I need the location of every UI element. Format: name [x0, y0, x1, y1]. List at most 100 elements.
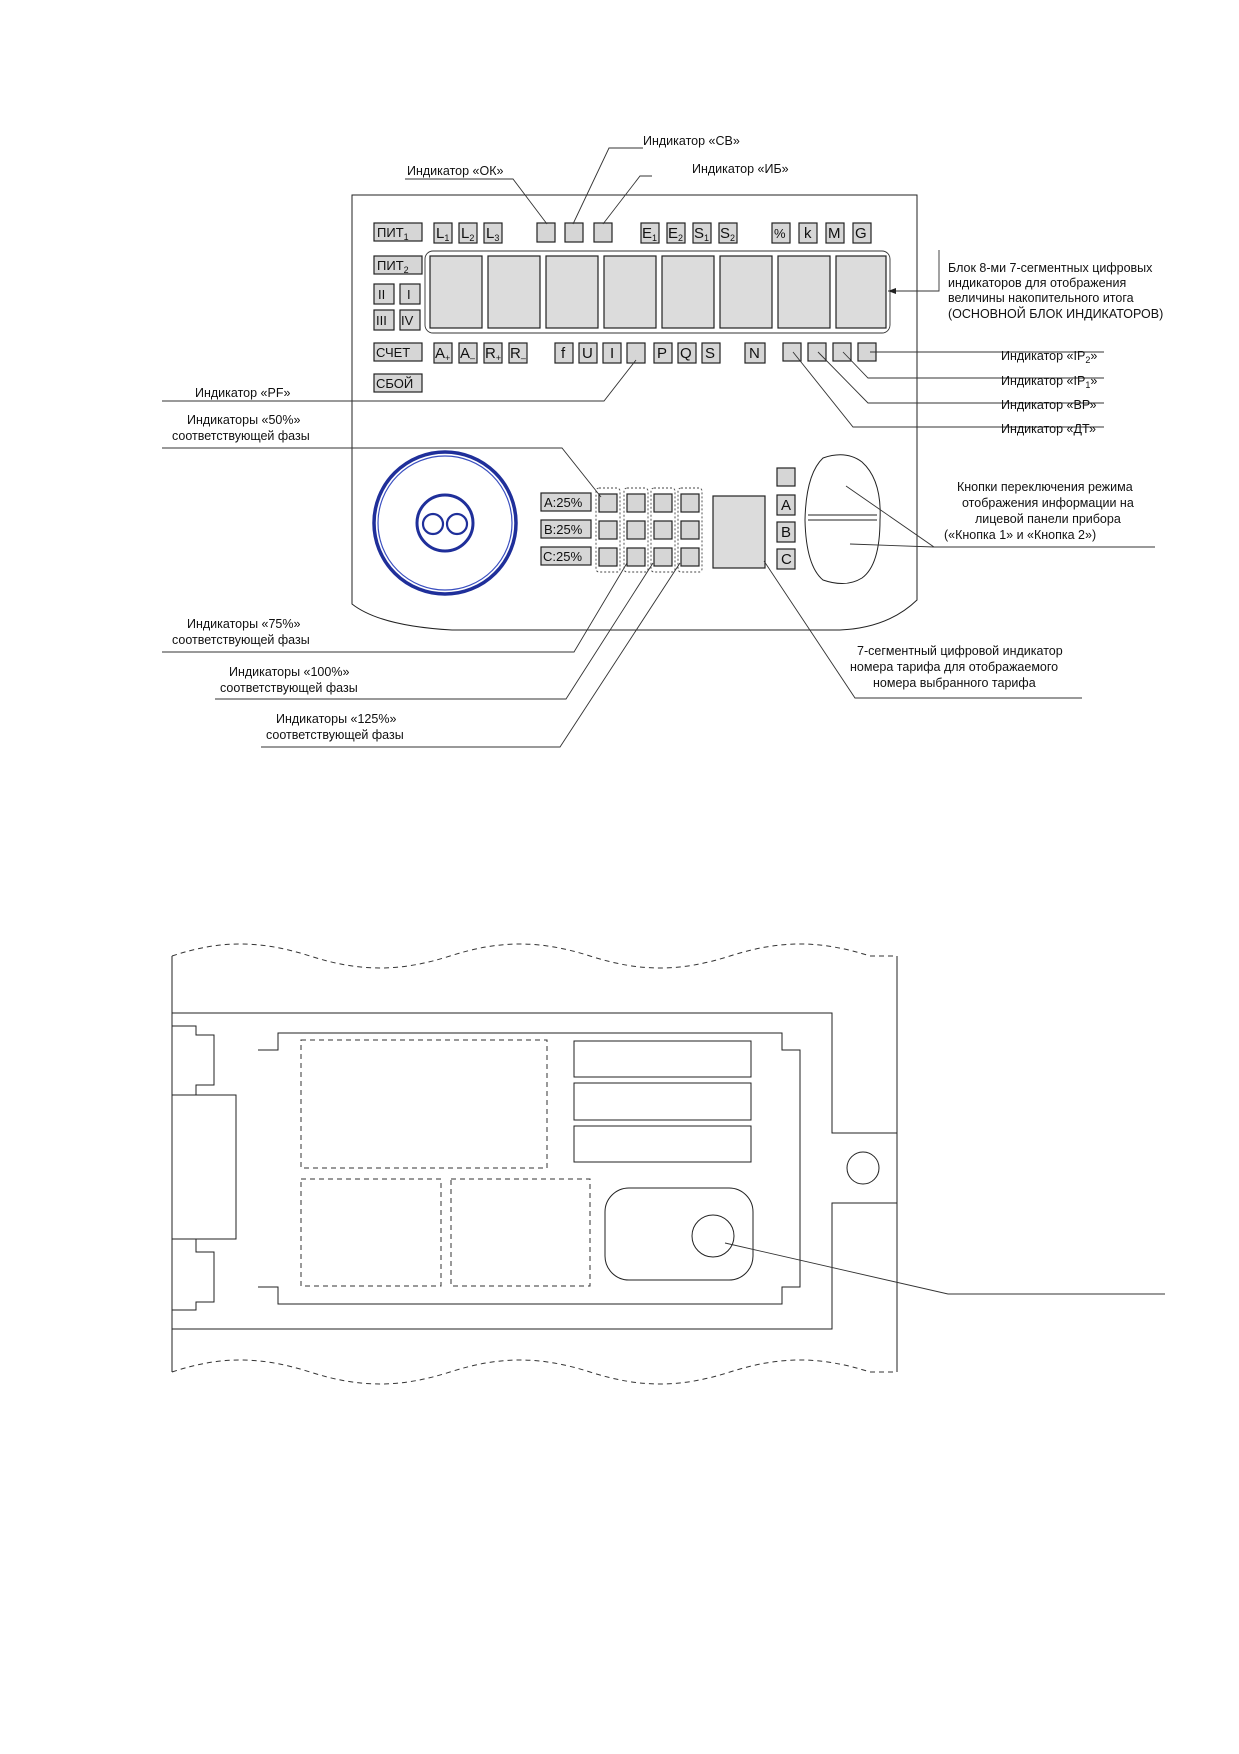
mode-button-1[interactable] — [810, 462, 876, 512]
l1-label: L — [436, 225, 444, 242]
u-label: U — [582, 345, 593, 362]
r-plus-label: R — [485, 345, 496, 362]
callout-buttons-4: («Кнопка 1» и «Кнопка 2») — [944, 528, 1096, 542]
dashed-area-left — [300, 1178, 442, 1287]
i-current-label: I — [610, 345, 614, 362]
load-50-b — [598, 520, 618, 540]
svg-text:Индикатор «IP2»: Индикатор «IP2» — [1001, 349, 1097, 365]
digit-1 — [429, 255, 483, 329]
svg-text:L1: L1 — [436, 225, 449, 243]
phase-c-label: C:25% — [543, 549, 582, 564]
iv-label: IV — [401, 313, 414, 328]
pit2-label: ПИТ — [377, 258, 404, 273]
svg-text:E2: E2 — [668, 225, 683, 243]
callout-main-block-2: индикаторов для отображения — [948, 276, 1126, 290]
callout-main-block-3: величины накопительного итога — [948, 291, 1134, 305]
digit-2 — [487, 255, 541, 329]
top-indicator-row: ПИТ1 L1 L2 L3 E1 E2 S1 S2 % k M — [373, 222, 872, 244]
tariff-digit — [712, 495, 766, 569]
callout-ip2: Индикатор «IP — [1001, 349, 1085, 363]
callout-main-block-4: (ОСНОВНОЙ БЛОК ИНДИКАТОРОВ) — [948, 306, 1163, 321]
tariff-phase-a: A — [781, 497, 791, 514]
tariff-phase-b: B — [781, 524, 791, 541]
svg-text:Индикатор «IP1»: Индикатор «IP1» — [1001, 374, 1097, 390]
callout-ib: Индикатор «ИБ» — [692, 162, 789, 176]
r-minus-label: R — [510, 345, 521, 362]
digit-3 — [545, 255, 599, 329]
svg-text:S1: S1 — [694, 225, 709, 243]
m-label: M — [828, 225, 841, 242]
callout-buttons-3: лицевой панели прибора — [975, 512, 1121, 526]
load-75-c — [626, 547, 646, 567]
svg-text:A+: A+ — [435, 345, 450, 363]
digit-6 — [719, 255, 773, 329]
s-label: S — [705, 345, 715, 362]
ok-indicator — [536, 222, 556, 243]
s1-label: S — [694, 225, 704, 242]
svg-text:R–: R– — [510, 345, 526, 363]
dashed-area-main — [300, 1039, 548, 1169]
ip1-indicator — [832, 342, 852, 362]
callout-sv: Индикатор «СВ» — [643, 134, 740, 148]
load-75-a — [626, 493, 646, 513]
callout-tariff-1: 7-сегментный цифровой индикатор — [857, 644, 1063, 658]
callout-125-line2: соответствующей фазы — [266, 728, 404, 742]
a-minus-label: A — [460, 345, 470, 362]
round-button-icon[interactable] — [691, 1214, 735, 1258]
l2-label: L — [461, 225, 469, 242]
digit-5 — [661, 255, 715, 329]
callout-ip1: Индикатор «IP — [1001, 374, 1085, 388]
dashed-area-right — [450, 1178, 591, 1287]
callout-tariff-2: номера тарифа для отображаемого — [850, 660, 1058, 674]
q-label: Q — [680, 345, 692, 362]
callout-pf: Индикатор «PF» — [195, 386, 290, 400]
slot-2 — [573, 1082, 752, 1121]
callout-texts: Индикатор «ОК» Индикатор «СВ» Индикатор … — [172, 134, 1163, 742]
svg-text:S2: S2 — [720, 225, 735, 243]
ib-indicator — [593, 222, 613, 243]
svg-text:E1: E1 — [642, 225, 657, 243]
tariff-phase-column: A B C — [776, 467, 796, 570]
digit-7 — [777, 255, 831, 329]
slot-1 — [573, 1040, 752, 1078]
callout-100-line2: соответствующей фазы — [220, 681, 358, 695]
load-100-a — [653, 493, 673, 513]
callout-buttons-2: отображения информации на — [962, 496, 1134, 510]
callout-50-line1: Индикаторы «50%» — [187, 413, 301, 427]
load-125-c — [680, 547, 700, 567]
s2-label: S — [720, 225, 730, 242]
sboy-label: СБОЙ — [376, 376, 413, 391]
svg-text:A–: A– — [460, 345, 475, 363]
mode-buttons[interactable] — [804, 454, 881, 584]
load-100-c — [653, 547, 673, 567]
schet-label: СЧЕТ — [376, 345, 410, 360]
callout-dt: Индикатор «ДТ» — [1001, 422, 1096, 436]
n-label: N — [749, 345, 760, 362]
callout-ok: Индикатор «ОК» — [407, 164, 504, 178]
callout-main-block-1: Блок 8-ми 7-сегментных цифровых — [948, 261, 1153, 275]
svg-text:ПИТ2: ПИТ2 — [377, 258, 409, 275]
main-digit-block — [424, 250, 891, 334]
callout-125-line1: Индикаторы «125%» — [276, 712, 396, 726]
iii-label: III — [376, 313, 387, 328]
callout-100-line1: Индикаторы «100%» — [229, 665, 349, 679]
housing-drawing — [171, 943, 1165, 1385]
tariff-top-indicator — [776, 467, 796, 487]
ii-label: II — [378, 287, 385, 302]
k-label: k — [804, 225, 812, 242]
i-label: I — [407, 287, 411, 302]
percent-label: % — [774, 226, 786, 241]
load-125-a — [680, 493, 700, 513]
callout-tariff-3: номера выбранного тарифа — [873, 676, 1036, 690]
vr-indicator — [807, 342, 827, 362]
load-75-b — [626, 520, 646, 540]
p-label: P — [657, 345, 667, 362]
rotor-disk-icon — [372, 450, 518, 596]
front-panel: ПИТ1 L1 L2 L3 E1 E2 S1 S2 % k M — [351, 194, 918, 631]
digit-4 — [603, 255, 657, 329]
a-plus-label: A — [435, 345, 445, 362]
pf-indicator — [626, 342, 646, 364]
bottom-indicator-row: СЧЕТ СБОЙ A+ A– R+ R– f U I P Q S N — [373, 342, 877, 393]
mode-button-2[interactable] — [810, 523, 876, 577]
